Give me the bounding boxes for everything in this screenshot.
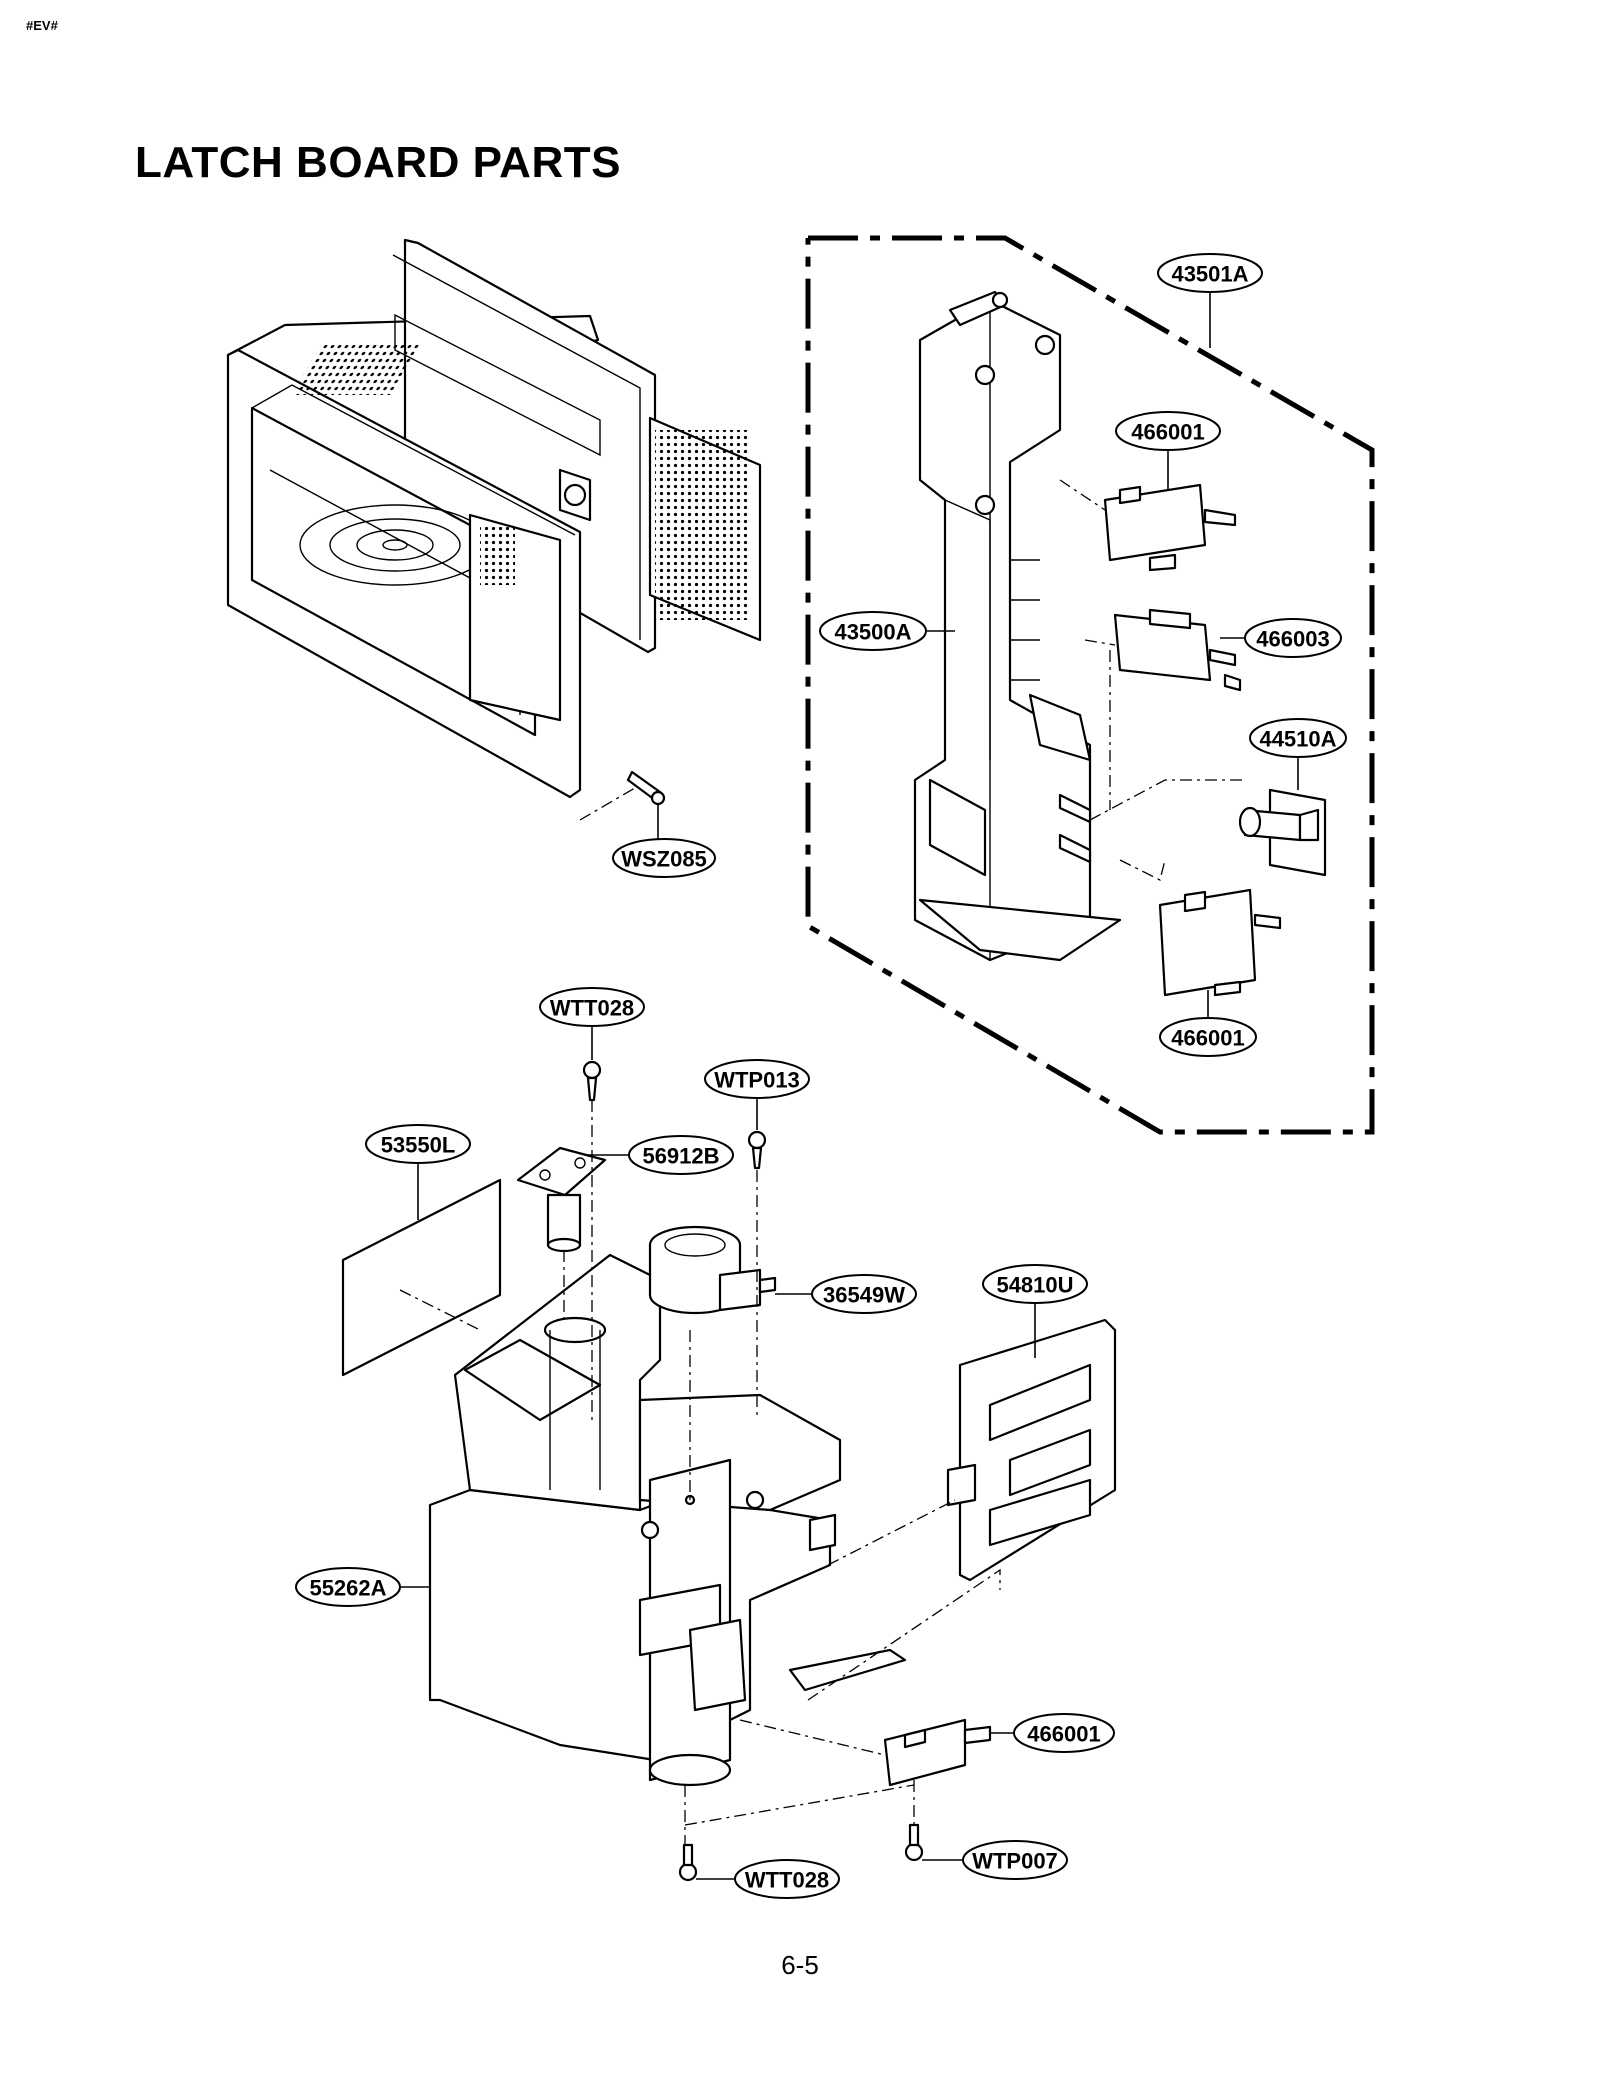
callout-53550L: 53550L bbox=[365, 1124, 471, 1220]
screw-wsz085 bbox=[626, 770, 666, 806]
microswitch-466001-mid bbox=[1158, 888, 1282, 997]
svg-text:43500A: 43500A bbox=[834, 620, 911, 645]
screw-wtp013 bbox=[747, 1130, 767, 1170]
callout-466001-mid: 466001 bbox=[1159, 990, 1257, 1057]
callout-WTP007: WTP007 bbox=[922, 1840, 1068, 1880]
svg-text:WTP013: WTP013 bbox=[714, 1068, 800, 1093]
microswitch-466001-bottom bbox=[883, 1718, 992, 1787]
svg-text:56912B: 56912B bbox=[642, 1144, 719, 1169]
callout-WSZ085: WSZ085 bbox=[612, 838, 716, 878]
motor-36549W bbox=[648, 1225, 777, 1315]
svg-text:466001: 466001 bbox=[1171, 1026, 1244, 1051]
svg-text:WTT028: WTT028 bbox=[550, 996, 634, 1021]
callout-WTT028-bottom: WTT028 bbox=[696, 1859, 840, 1899]
latch-board-43500A bbox=[913, 290, 1122, 962]
cover-54810U bbox=[946, 1318, 1117, 1582]
svg-text:36549W: 36549W bbox=[823, 1283, 905, 1308]
latch-lever-44510A bbox=[1238, 788, 1327, 877]
screw-wtt028-top bbox=[582, 1060, 602, 1102]
svg-text:WTP007: WTP007 bbox=[972, 1849, 1058, 1874]
svg-text:466003: 466003 bbox=[1256, 627, 1329, 652]
callout-43501A: 43501A bbox=[1157, 253, 1263, 348]
svg-text:53550L: 53550L bbox=[381, 1133, 456, 1158]
screw-wtp007 bbox=[904, 1823, 924, 1862]
callout-466001-top: 466001 bbox=[1115, 411, 1221, 490]
svg-text:55262A: 55262A bbox=[309, 1576, 386, 1601]
screw-wtt028-bottom bbox=[678, 1843, 698, 1882]
latch-board-boundary bbox=[805, 235, 1375, 1135]
callout-44510A: 44510A bbox=[1249, 718, 1347, 790]
callout-WTT028-top: WTT028 bbox=[539, 987, 645, 1060]
microswitch-466001-top bbox=[1103, 483, 1237, 572]
svg-text:WTT028: WTT028 bbox=[745, 1868, 829, 1893]
page-code: #EV# bbox=[26, 18, 58, 33]
microswitch-466003 bbox=[1113, 608, 1242, 692]
svg-text:466001: 466001 bbox=[1131, 420, 1204, 445]
oven-cavity-assembly bbox=[226, 238, 762, 799]
svg-text:54810U: 54810U bbox=[996, 1273, 1073, 1298]
actuator-56912B bbox=[516, 1146, 607, 1253]
insulation-sheet-53550L bbox=[341, 1178, 502, 1377]
callout-466003: 466003 bbox=[1220, 618, 1342, 658]
svg-text:466001: 466001 bbox=[1027, 1722, 1100, 1747]
svg-text:43501A: 43501A bbox=[1171, 262, 1248, 287]
callout-WTP013: WTP013 bbox=[704, 1059, 810, 1130]
svg-text:44510A: 44510A bbox=[1259, 727, 1336, 752]
bracket-55262A bbox=[428, 1253, 907, 1787]
callout-55262A: 55262A bbox=[295, 1567, 430, 1607]
callout-56912B: 56912B bbox=[586, 1135, 734, 1175]
callout-43500A: 43500A bbox=[819, 611, 955, 651]
callout-36549W: 36549W bbox=[775, 1274, 917, 1314]
page-number: 6-5 bbox=[781, 1950, 819, 1980]
callout-54810U: 54810U bbox=[982, 1264, 1088, 1358]
callout-466001-bottom: 466001 bbox=[990, 1713, 1115, 1753]
svg-text:WSZ085: WSZ085 bbox=[621, 847, 707, 872]
page-title: LATCH BOARD PARTS bbox=[135, 138, 621, 187]
